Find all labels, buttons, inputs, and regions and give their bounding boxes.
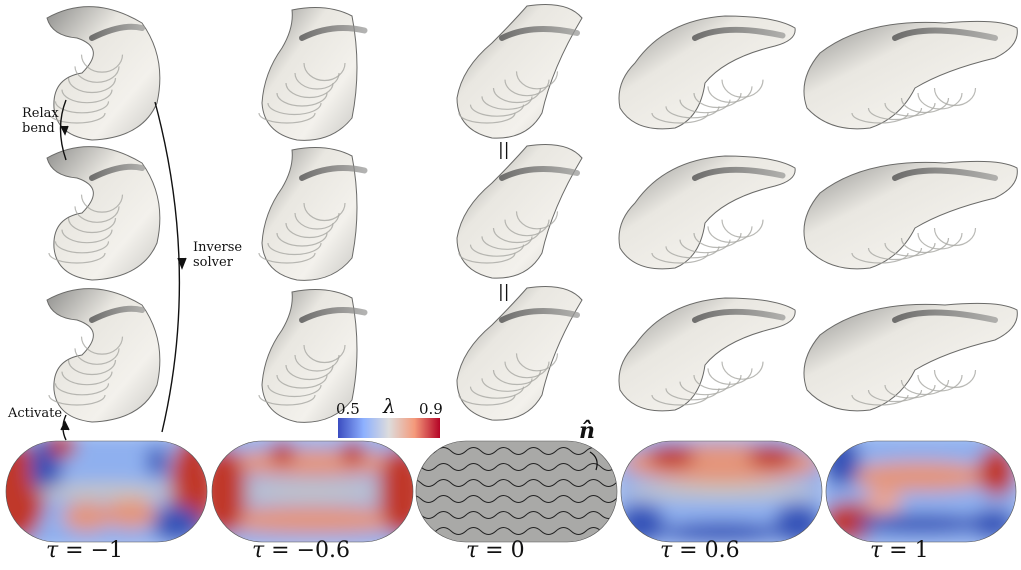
tau-label-5: τ = 1	[870, 538, 929, 563]
tau-label-3: τ = 0	[466, 538, 525, 563]
activation-pattern-5	[826, 441, 1016, 542]
shell-shape-c5-r1	[803, 20, 1018, 130]
activate-label: Activate	[8, 406, 63, 421]
shell-shape-c4-r1	[618, 15, 796, 130]
tau-label-2: τ = −0.6	[252, 538, 351, 563]
activation-pattern-4	[621, 441, 822, 542]
tau-label-4: τ = 0.6	[660, 538, 740, 563]
shell-shape-c4-r3	[618, 297, 796, 412]
director-symbol: n̂	[579, 418, 595, 444]
shell-shape-c5-r2	[803, 160, 1018, 270]
activation-pattern-2	[212, 441, 413, 542]
shell-shape-c1-r2	[46, 146, 161, 281]
colorbar-min-label: 0.5	[336, 400, 360, 418]
shell-shape-c3-r1	[456, 4, 583, 139]
colorbar-max-label: 0.9	[419, 400, 443, 418]
equals-sign-1: ||	[498, 140, 510, 160]
tau-label-1: τ = −1	[46, 538, 124, 563]
shell-shape-c4-r2	[618, 155, 796, 270]
colorbar	[338, 418, 440, 438]
activation-pattern-1	[6, 441, 207, 542]
shell-shape-c2-r1	[258, 7, 368, 141]
relax-bend-label: Relax bend	[22, 106, 59, 136]
inverse-solver-label: Inverse solver	[193, 240, 243, 270]
activation-patterns	[5, 440, 1017, 543]
activation-pattern-3	[416, 441, 617, 542]
director-pointer	[589, 451, 598, 471]
shell-shapes-grid	[46, 4, 1018, 423]
colorbar-symbol: λ	[383, 394, 396, 418]
inverse-solver-arrow	[154, 101, 187, 433]
shell-shape-c5-r3	[803, 302, 1018, 412]
activate-arrow	[60, 414, 70, 441]
shell-shape-c2-r2	[258, 147, 368, 281]
equals-sign-2: ||	[498, 282, 510, 302]
shell-shape-c1-r1	[46, 6, 161, 141]
shell-shape-c3-r3	[456, 286, 583, 421]
shell-shape-c1-r3	[46, 288, 161, 423]
shell-shape-c3-r2	[456, 144, 583, 279]
shell-shape-c2-r3	[258, 289, 368, 423]
relax-bend-arrow	[59, 99, 69, 161]
